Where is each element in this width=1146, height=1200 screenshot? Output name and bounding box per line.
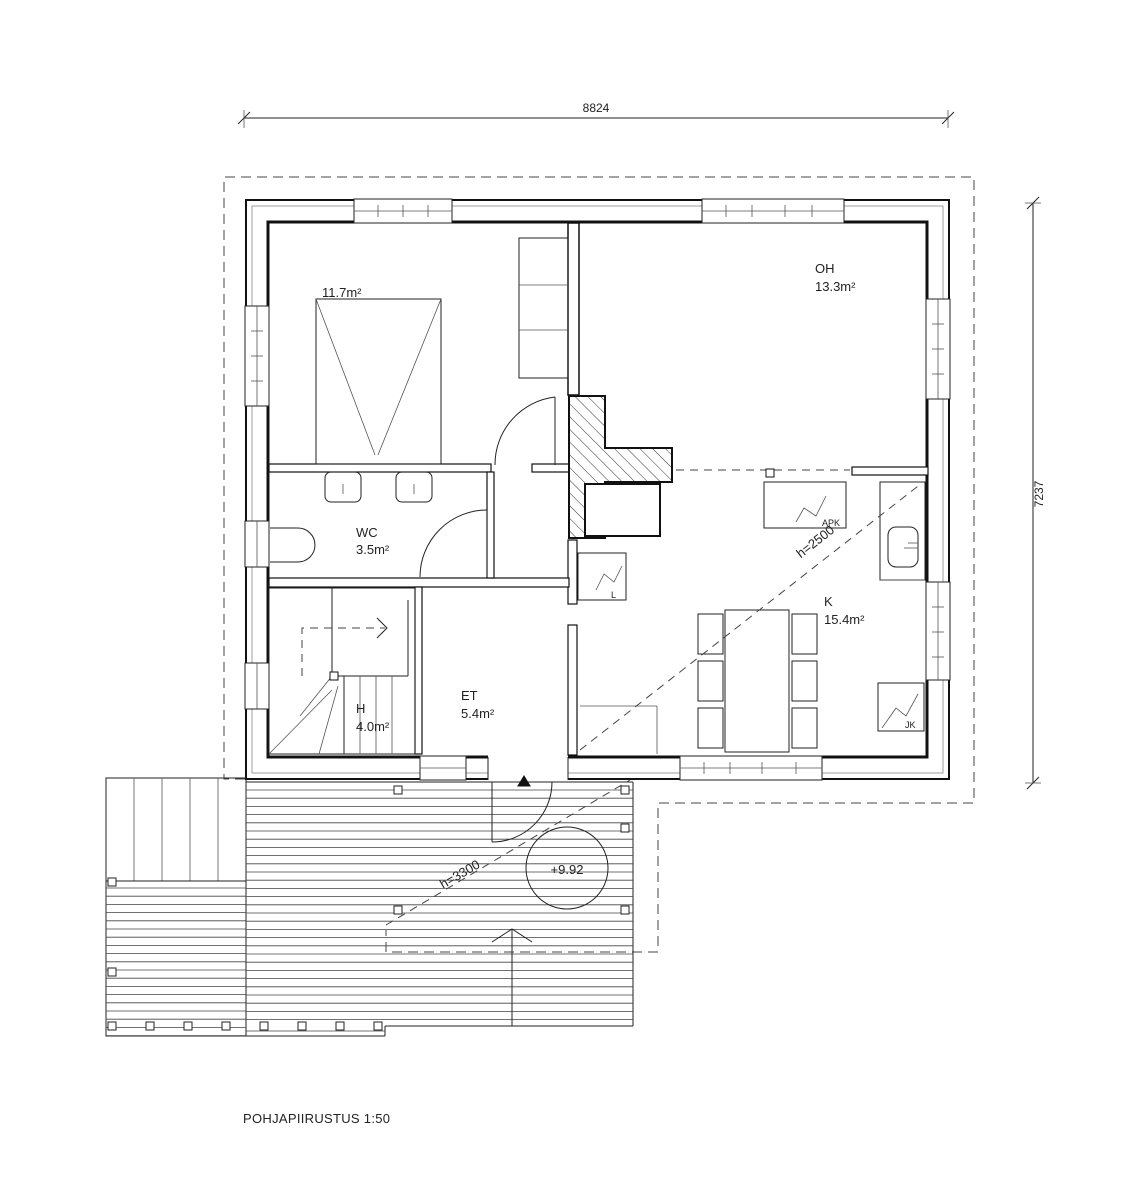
- elevation-label: +9.92: [551, 862, 584, 877]
- living-room-area: 13.3m²: [815, 279, 856, 294]
- exterior-walls: [245, 199, 950, 780]
- fridge-label: JK: [905, 720, 916, 730]
- deck-post: [373, 1021, 383, 1031]
- deck-post: [335, 1021, 345, 1031]
- hall-area: 4.0m²: [356, 719, 390, 734]
- deck-post: [107, 1021, 117, 1031]
- entry-area: 5.4m²: [461, 706, 495, 721]
- deck-post: [145, 1021, 155, 1031]
- wc-fixtures: [270, 471, 488, 578]
- room-labels: 11.7m² OH 13.3m² WC 3.5m² K 15.4m² H 4.0…: [322, 261, 865, 734]
- bedroom-furniture: [315, 237, 569, 466]
- freezer-label: APK: [822, 518, 840, 528]
- fireplace: [568, 395, 673, 539]
- deck-post: [107, 967, 117, 977]
- deck-post: [183, 1021, 193, 1031]
- appliance-labels: APK JK L: [611, 518, 916, 730]
- dimension-width: 8824: [237, 101, 955, 128]
- deck-post: [393, 785, 403, 795]
- wc-area: 3.5m²: [356, 542, 390, 557]
- bedroom-area: 11.7m²: [322, 285, 362, 300]
- entry-shelves: [577, 552, 658, 754]
- deck-post: [393, 905, 403, 915]
- stairs: [268, 587, 416, 755]
- deck-boards: [106, 789, 633, 1036]
- drawing-title: POHJAPIIRUSTUS 1:50: [243, 1111, 390, 1126]
- deck-post: [620, 905, 630, 915]
- deck-post: [620, 823, 630, 833]
- deck-post: [297, 1021, 307, 1031]
- deck-post: [107, 877, 117, 887]
- entrance-marker: [517, 775, 531, 787]
- windows: [244, 198, 951, 782]
- deck-posts: [107, 785, 630, 1031]
- entry-name: ET: [461, 688, 478, 703]
- terrace-ceiling-label: h=3300: [437, 857, 482, 892]
- deck-post: [259, 1021, 269, 1031]
- living-room-name: OH: [815, 261, 835, 276]
- dimension-depth: 7237: [1025, 196, 1046, 790]
- roof-outline: [223, 176, 975, 953]
- deck-post: [620, 785, 630, 795]
- kitchen-area: 15.4m²: [824, 612, 865, 627]
- deck-post: [221, 1021, 231, 1031]
- dimension-depth-label: 7237: [1032, 480, 1046, 507]
- kitchen-name: K: [824, 594, 833, 609]
- hall-name: H: [356, 701, 365, 716]
- stove-label: L: [611, 590, 616, 600]
- wc-name: WC: [356, 525, 378, 540]
- dimension-width-label: 8824: [583, 101, 610, 115]
- terrace: h=3300 +9.92: [105, 775, 634, 1037]
